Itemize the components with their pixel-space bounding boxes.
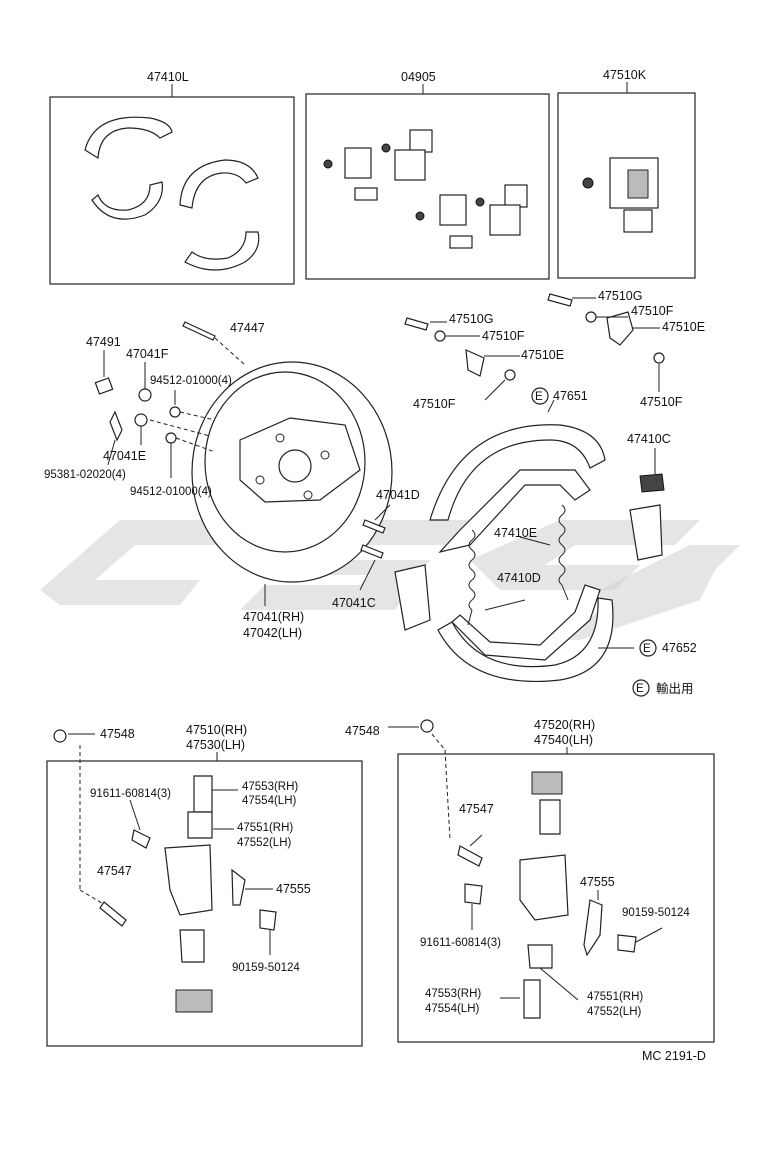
label-47410L: 47410L bbox=[147, 70, 189, 84]
label-47510-rh: 47510(RH) bbox=[186, 723, 247, 737]
cylinder-hardware bbox=[404, 293, 665, 401]
label-90159-left: 90159-50124 bbox=[232, 962, 300, 974]
label-94512-top: 94512-01000(4) bbox=[150, 375, 232, 387]
label-47410D: 47410D bbox=[497, 571, 541, 585]
label-47510F-d: 47510F bbox=[640, 395, 683, 409]
label-47520-rh: 47520(RH) bbox=[534, 718, 595, 732]
label-47510E-b: 47510E bbox=[662, 320, 705, 334]
label-47553-rh-left: 47553(RH) bbox=[242, 781, 298, 793]
label-47410E: 47410E bbox=[494, 526, 537, 540]
label-47555-right: 47555 bbox=[580, 875, 615, 889]
label-47555-left: 47555 bbox=[276, 882, 311, 896]
label-47510K: 47510K bbox=[603, 68, 647, 82]
label-47554-lh-left: 47554(LH) bbox=[242, 795, 297, 807]
label-90159-right: 90159-50124 bbox=[622, 907, 690, 919]
label-47510F-a: 47510F bbox=[482, 329, 525, 343]
label-47510G-b: 47510G bbox=[598, 289, 642, 303]
label-47547-right: 47547 bbox=[459, 802, 494, 816]
label-95381: 95381-02020(4) bbox=[44, 469, 126, 481]
label-47540-lh: 47540(LH) bbox=[534, 733, 593, 747]
label-47041E: 47041E bbox=[103, 449, 146, 463]
plate-bolts bbox=[359, 504, 391, 591]
left-hardware bbox=[94, 321, 246, 478]
label-47041F: 47041F bbox=[126, 347, 169, 361]
brake-shoes bbox=[394, 399, 665, 683]
label-47491: 47491 bbox=[86, 335, 121, 349]
diagram-code: MC 2191-D bbox=[642, 1049, 706, 1063]
export-marker-47651: E bbox=[531, 387, 549, 405]
label-47548-right: 47548 bbox=[345, 724, 380, 738]
svg-text:E: E bbox=[535, 391, 543, 403]
label-47554-lh-right: 47554(LH) bbox=[425, 1003, 480, 1015]
label-94512-bottom: 94512-01000(4) bbox=[130, 486, 212, 498]
label-47652: 47652 bbox=[662, 641, 697, 655]
export-marker-47652: E bbox=[639, 639, 657, 657]
label-47510G-a: 47510G bbox=[449, 312, 493, 326]
label-91611-left: 91611-60814(3) bbox=[90, 788, 171, 800]
kit-box-repair: 04905 bbox=[305, 70, 550, 280]
label-47041D: 47041D bbox=[376, 488, 420, 502]
kit-box-shoe: 47410L bbox=[49, 70, 295, 285]
label-91611-right: 91611-60814(3) bbox=[420, 937, 501, 949]
label-47447: 47447 bbox=[230, 321, 265, 335]
label-04905: 04905 bbox=[401, 70, 436, 84]
label-47042-lh: 47042(LH) bbox=[243, 626, 302, 640]
label-47552-lh-right: 47552(LH) bbox=[587, 1006, 642, 1018]
label-47551-rh-left: 47551(RH) bbox=[237, 822, 293, 834]
label-47530-lh: 47530(LH) bbox=[186, 738, 245, 752]
label-47553-rh-right: 47553(RH) bbox=[425, 988, 481, 1000]
label-47547-left: 47547 bbox=[97, 864, 132, 878]
label-47041C: 47041C bbox=[332, 596, 376, 610]
label-47410C: 47410C bbox=[627, 432, 671, 446]
box-right-cylinder bbox=[388, 719, 715, 1043]
svg-text:E: E bbox=[643, 643, 651, 655]
legend-text: 輸出用 bbox=[656, 681, 694, 696]
label-47510E-a: 47510E bbox=[521, 348, 564, 362]
label-47552-lh-left: 47552(LH) bbox=[237, 837, 292, 849]
label-47510F-c: 47510F bbox=[631, 304, 674, 318]
legend: E 輸出用 bbox=[632, 679, 694, 697]
box-left-cylinder bbox=[46, 729, 363, 1047]
label-47551-rh-right: 47551(RH) bbox=[587, 991, 643, 1003]
backing-plate bbox=[191, 361, 393, 606]
label-47510F-b: 47510F bbox=[413, 397, 456, 411]
label-47651: 47651 bbox=[553, 389, 588, 403]
label-47548-left: 47548 bbox=[100, 727, 135, 741]
kit-box-cylinder: 47510K bbox=[557, 68, 696, 279]
svg-text:E: E bbox=[636, 683, 644, 695]
label-47041-rh: 47041(RH) bbox=[243, 610, 304, 624]
